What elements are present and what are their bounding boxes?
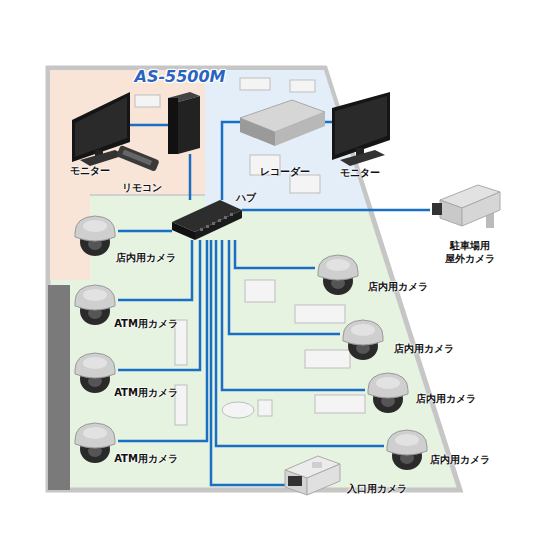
dome-camera (387, 430, 427, 470)
pc-tower-node: AS-5500M (168, 92, 200, 154)
recorder (240, 100, 325, 146)
network-cable (222, 240, 365, 390)
entrance-camera (285, 456, 340, 495)
office-area (50, 70, 205, 280)
device-label: ATM用カメラ (114, 386, 178, 399)
wall-line (90, 194, 205, 196)
network-cable (229, 240, 340, 334)
network-cable (216, 240, 384, 446)
network-cable (325, 121, 332, 124)
device-label: リモコン (122, 181, 162, 194)
hub (172, 200, 242, 240)
camera-node: 店内用カメラ (384, 427, 430, 473)
camera-node: 店内用カメラ (72, 213, 118, 259)
dome-camera (75, 285, 115, 325)
outdoor-camera-node: 駐車場用 屋外カメラ (430, 185, 500, 227)
camera-node: 店内用カメラ (340, 317, 386, 363)
network-cable (118, 240, 192, 300)
network-cable (242, 209, 430, 212)
wall (48, 285, 70, 490)
network-cable (235, 240, 315, 268)
outdoor-camera (432, 185, 500, 228)
pc-tower (168, 92, 200, 154)
device-label: レコーダー (260, 165, 310, 178)
device-label: 店内用カメラ (430, 453, 490, 466)
hub-node: ハブ (172, 200, 242, 240)
device-label: 入口用カメラ (347, 482, 407, 495)
remote (116, 145, 159, 172)
device-label: ATM用カメラ (114, 317, 178, 330)
monitor-node: モニター (332, 92, 390, 162)
network-cable (118, 230, 172, 233)
remote-node: リモコン (115, 145, 160, 170)
device-label: モニター (340, 166, 380, 179)
network-cable (222, 122, 240, 200)
model-name: AS-5500M (135, 70, 226, 83)
device-label: モニター (70, 164, 110, 177)
floor-outline (48, 68, 460, 490)
camera-node: 店内用カメラ (365, 370, 411, 416)
dome-camera (75, 216, 115, 256)
device-label: 店内用カメラ (416, 392, 476, 405)
camera-node: ATM用カメラ (72, 282, 118, 328)
monitor-node: モニター (72, 92, 130, 162)
dome-camera (343, 320, 383, 360)
network-cable (130, 124, 168, 127)
dome-camera (318, 255, 358, 295)
recorder-node: レコーダー (240, 100, 325, 146)
network-cable (211, 240, 285, 485)
device-label: ATM用カメラ (114, 452, 178, 465)
camera-node: ATM用カメラ (72, 420, 118, 466)
network-cable (189, 154, 192, 200)
camera-node: 店内用カメラ (315, 252, 361, 298)
camera-node: 入口用カメラ (285, 455, 340, 495)
dome-camera (75, 353, 115, 393)
device-label: 店内用カメラ (116, 251, 176, 264)
camera-node: ATM用カメラ (72, 350, 118, 396)
device-label: 店内用カメラ (368, 280, 428, 293)
device-label: 駐車場用 屋外カメラ (440, 239, 500, 265)
dome-camera (368, 373, 408, 413)
device-label: ハブ (236, 191, 256, 204)
network-cable (118, 240, 207, 441)
device-label: 店内用カメラ (394, 342, 454, 355)
monitor-right (332, 92, 390, 166)
dome-camera (75, 423, 115, 463)
